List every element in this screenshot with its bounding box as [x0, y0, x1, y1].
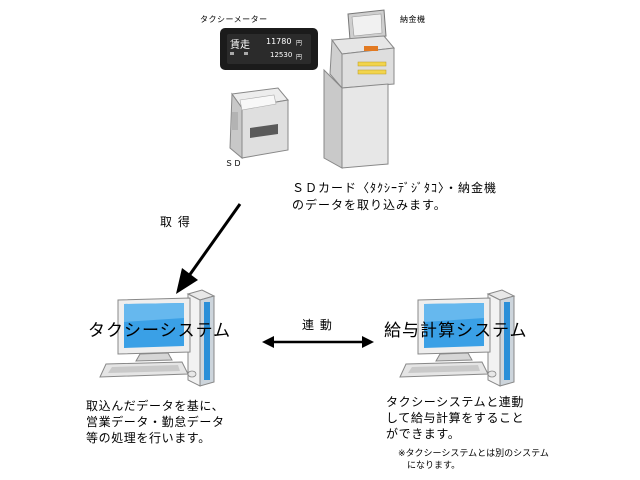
- sd-label: ＳＤ: [225, 159, 242, 168]
- taxi-meter: 賃走 11780 円 12530 円: [220, 28, 318, 70]
- payroll-system-computer: [399, 289, 516, 387]
- link-label: 連 動: [302, 318, 333, 332]
- cash-machine-label: 納金機: [400, 15, 426, 24]
- taxi-system-title: タクシーシステム: [88, 321, 232, 341]
- meter-top-unit: 円: [296, 40, 303, 47]
- cash-machine-illustration: [323, 9, 395, 169]
- meter-bottom-value: 12530: [270, 51, 293, 59]
- sd-reader-illustration: [229, 87, 289, 160]
- meter-top-value: 11780: [266, 37, 292, 46]
- acquire-arrow: [176, 203, 242, 294]
- taxi-meter-label: タクシーメーター: [200, 15, 268, 24]
- taxi-system-description: 取込んだデータを基に、 営業データ・勤怠データ 等の処理を行います。: [86, 399, 225, 445]
- payroll-system-note: ※タクシーシステムとは別のシステム になります。: [398, 449, 549, 471]
- acquire-label: 取 得: [160, 215, 191, 229]
- sd-description: ＳＤカード〈ﾀｸｼｰﾃﾞｼﾞﾀｺ〉・納金機 のデータを取り込みます。: [292, 181, 498, 212]
- payroll-system-title: 給与計算システム: [384, 321, 528, 341]
- link-double-arrow: [262, 336, 374, 348]
- payroll-system-description: タクシーシステムと連動 して給与計算をすること ができます。: [386, 395, 525, 441]
- meter-status-text: 賃走: [230, 40, 250, 51]
- meter-bottom-unit: 円: [296, 54, 303, 61]
- taxi-system-computer: [99, 289, 216, 387]
